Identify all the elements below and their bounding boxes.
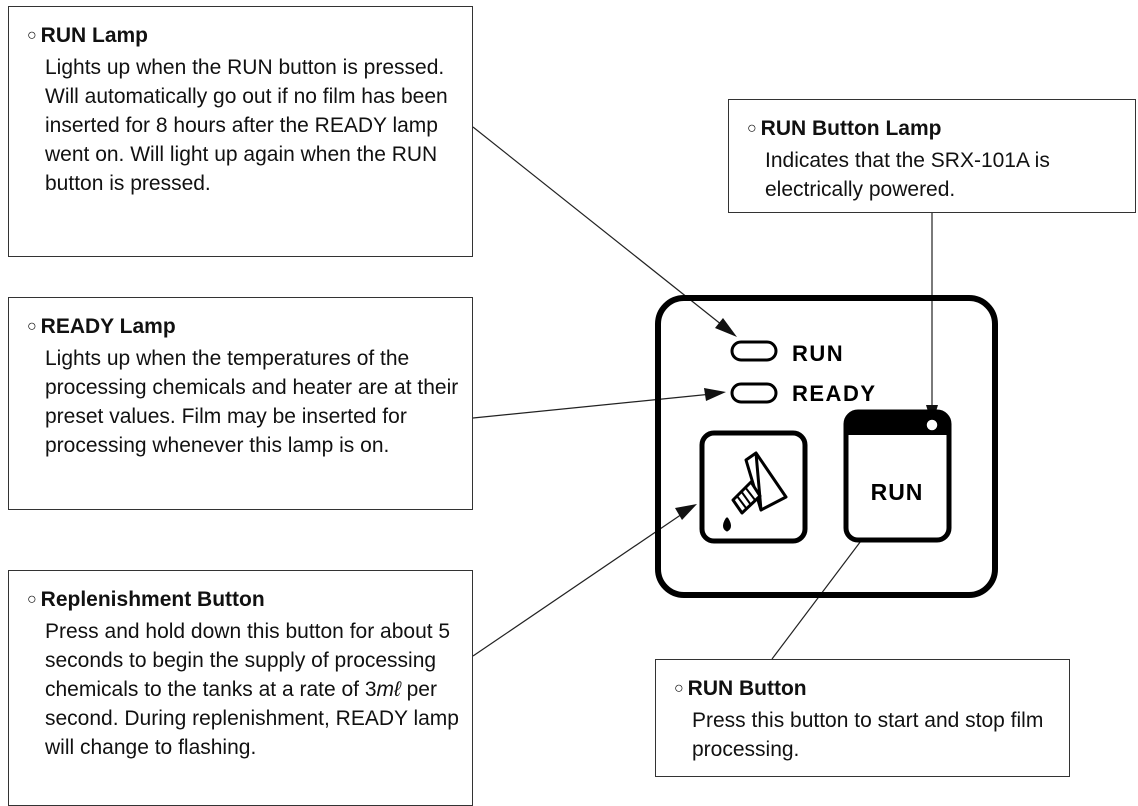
run-button-lamp-indicator: [925, 418, 939, 432]
funnel-drip-icon: [723, 451, 788, 532]
bullet-icon: ○: [674, 680, 684, 697]
bullet-icon: ○: [27, 591, 37, 608]
arrowhead-ready-lamp: [704, 388, 726, 401]
callout-title: ○Replenishment Button: [27, 588, 265, 611]
callout-run-button: ○RUN Button Press this button to start a…: [655, 659, 1070, 777]
callout-replenishment-button: ○Replenishment Button Press and hold dow…: [8, 570, 473, 806]
callout-body: Press and hold down this button for abou…: [45, 620, 459, 759]
callout-body: Lights up when the RUN button is pressed…: [45, 56, 448, 195]
callout-body: Indicates that the SRX-101A is electrica…: [765, 149, 1050, 201]
arrowhead-replenish: [675, 504, 697, 520]
callout-title: ○READY Lamp: [27, 315, 176, 338]
unit-ml: mℓ: [376, 678, 401, 701]
bullet-icon: ○: [27, 27, 37, 44]
callout-run-button-lamp: ○RUN Button Lamp Indicates that the SRX-…: [728, 99, 1136, 213]
callout-body: Press this button to start and stop film…: [692, 709, 1044, 761]
callout-title: ○RUN Lamp: [27, 24, 149, 47]
callout-run-lamp: ○RUN Lamp Lights up when the RUN button …: [8, 6, 473, 257]
callout-ready-lamp: ○READY Lamp Lights up when the temperatu…: [8, 297, 473, 510]
leader-run-lamp: [472, 126, 723, 326]
callout-body: Lights up when the temperatures of the p…: [45, 347, 459, 457]
bullet-icon: ○: [747, 120, 757, 137]
run-lamp-indicator: [730, 340, 778, 362]
callout-title: ○RUN Button: [674, 677, 807, 700]
callout-title: ○RUN Button Lamp: [747, 117, 942, 140]
panel-frame: [655, 295, 998, 598]
ready-lamp-indicator: [730, 382, 778, 404]
bullet-icon: ○: [27, 318, 37, 335]
ready-lamp-label: READY: [792, 381, 877, 406]
run-lamp-label: RUN: [792, 341, 844, 366]
arrowhead-run-lamp: [715, 318, 737, 337]
leader-replenish: [472, 511, 686, 657]
run-button[interactable]: RUN: [843, 409, 952, 543]
leader-ready-lamp: [472, 393, 713, 419]
replenishment-button[interactable]: [699, 430, 808, 544]
run-button-label: RUN: [871, 479, 924, 505]
